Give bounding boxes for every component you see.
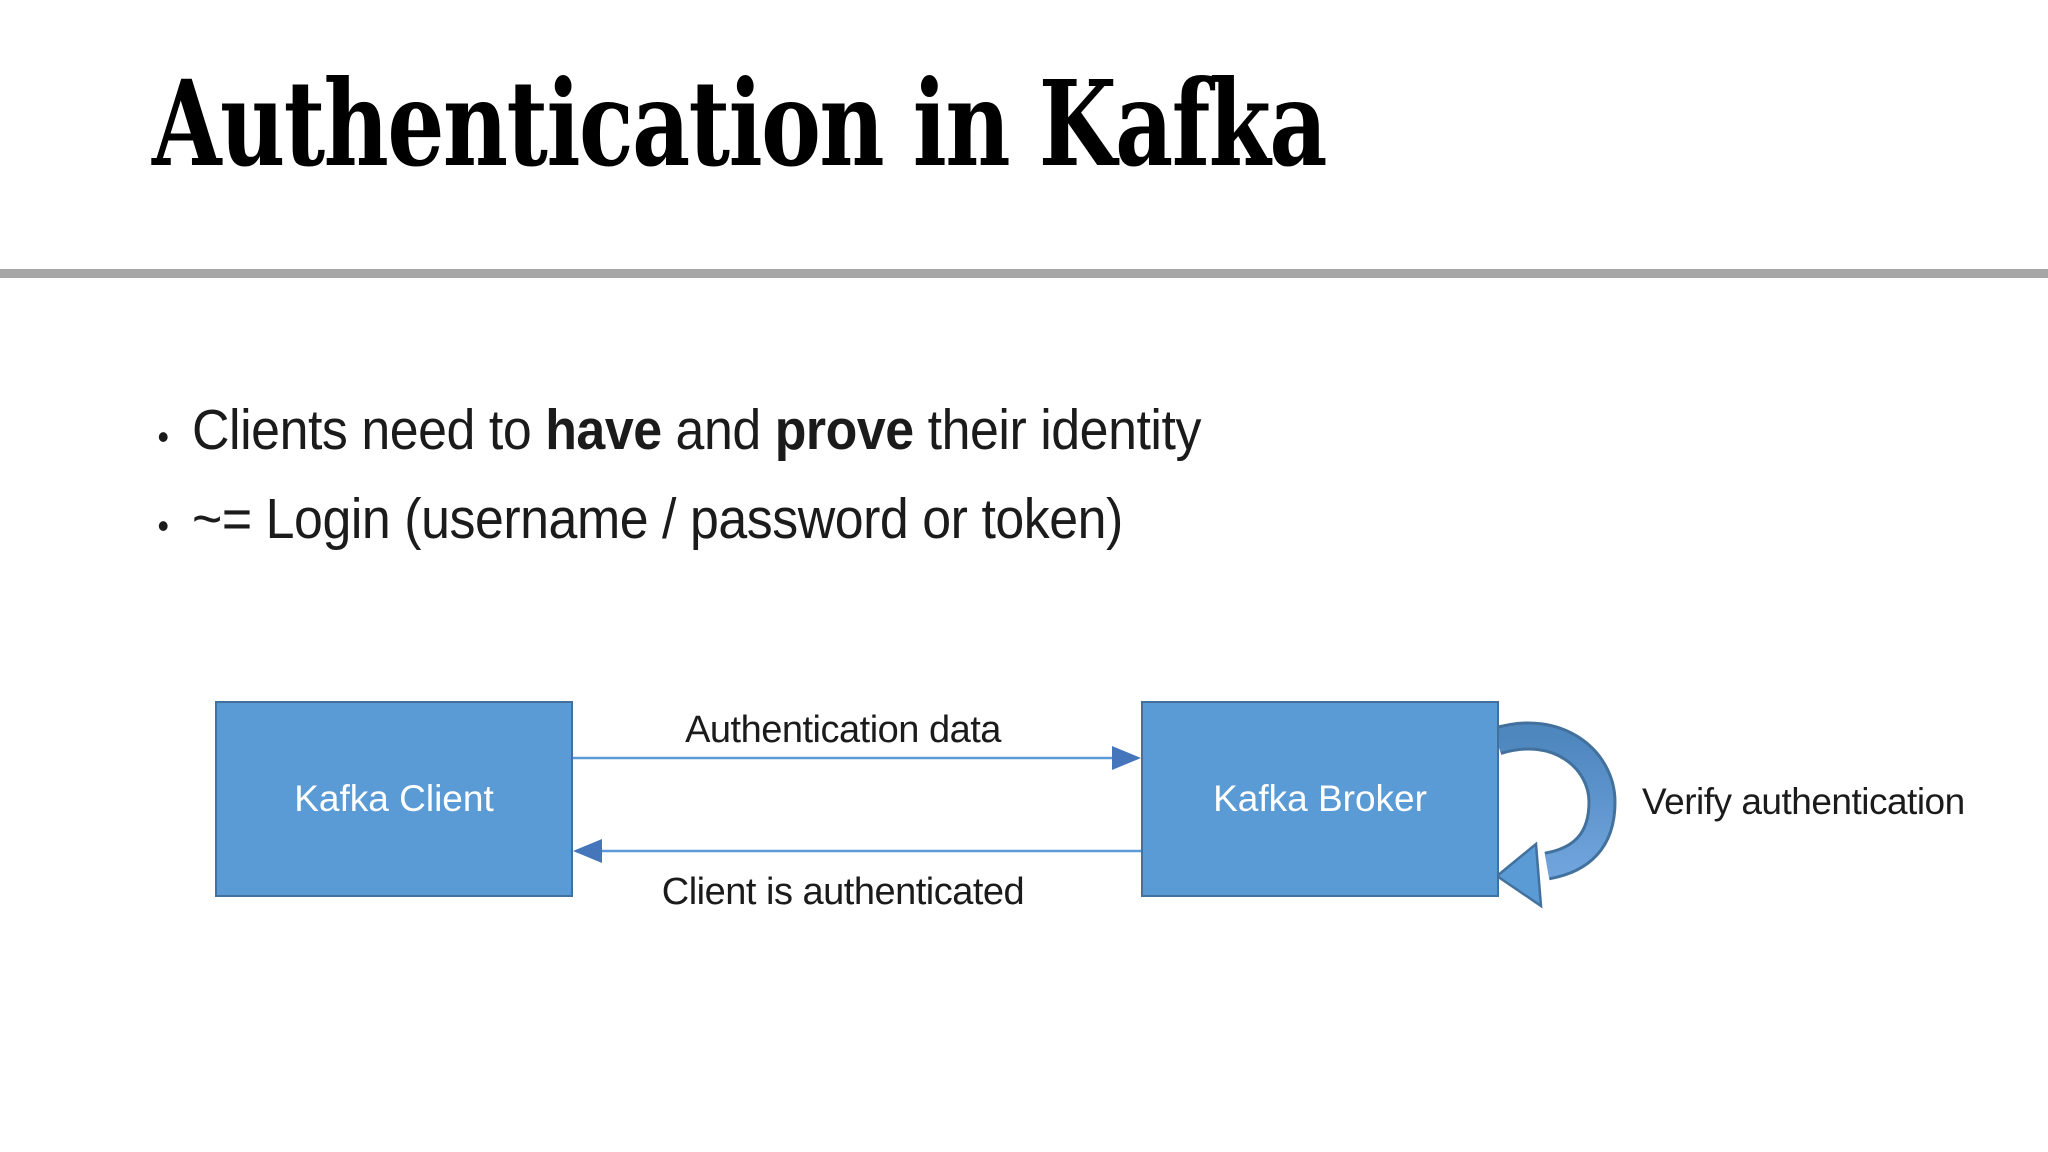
bullet1-bold-prove: prove	[774, 398, 914, 462]
kafka-client-box: Kafka Client	[215, 701, 573, 897]
kafka-broker-label: Kafka Broker	[1213, 778, 1427, 819]
bottom-arrow-label: Client is authenticated	[661, 871, 1025, 913]
client-authenticated-arrow-icon	[573, 839, 1141, 863]
bullet-list: • Clients need to have and prove their id…	[152, 386, 1201, 564]
bullet-text: Clients need to have and prove their ide…	[192, 386, 1201, 475]
auth-data-arrow-icon	[573, 746, 1141, 770]
bullet1-bold-have: have	[545, 398, 662, 462]
kafka-broker-box: Kafka Broker	[1141, 701, 1499, 897]
bullet-dot-icon: •	[157, 416, 169, 457]
bullet1-part3: their identity	[913, 398, 1202, 462]
bullet-dot-icon: •	[157, 505, 169, 546]
verify-loop-arrow-icon	[1492, 721, 1617, 909]
page-title: Authentication in Kafka	[152, 54, 1328, 193]
bullet1-part2: and	[661, 398, 775, 462]
title-divider	[0, 269, 2048, 278]
bullet-item-login: • ~= Login (username / password or token)	[152, 475, 1201, 564]
verify-authentication-label: Verify authentication	[1642, 781, 1965, 822]
bullet1-part1: Clients need to	[192, 398, 546, 462]
bullet-item-identity: • Clients need to have and prove their id…	[152, 386, 1201, 475]
kafka-client-label: Kafka Client	[294, 778, 494, 819]
top-arrow-label: Authentication data	[685, 709, 1001, 751]
bullet-text: ~= Login (username / password or token)	[192, 487, 1123, 551]
